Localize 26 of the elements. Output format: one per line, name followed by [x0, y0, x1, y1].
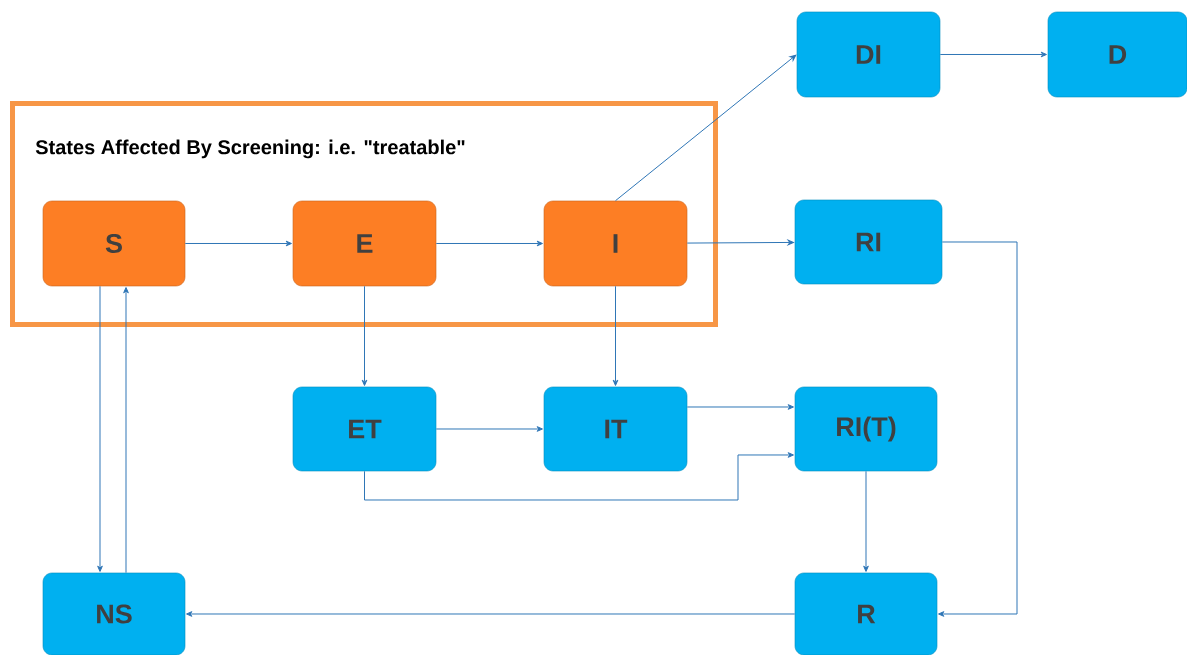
arrow	[184, 240, 292, 247]
state-box: DI	[796, 11, 941, 98]
arrow	[435, 240, 543, 247]
arrow	[364, 452, 794, 501]
state-box: E	[292, 200, 437, 287]
arrow	[186, 611, 796, 617]
arrow	[435, 426, 543, 432]
arrow	[939, 51, 1047, 58]
arrow	[123, 287, 129, 574]
arrow	[612, 285, 619, 386]
state-box: IT	[543, 386, 688, 472]
arrow	[686, 404, 794, 410]
state-box: R	[794, 572, 938, 655]
state-box: RI	[794, 199, 943, 285]
state-box: RI(T)	[794, 386, 938, 472]
arrow	[361, 285, 368, 386]
state-box: I	[543, 200, 688, 287]
arrow	[863, 470, 869, 572]
state-box: S	[42, 200, 186, 287]
arrow	[615, 54, 797, 202]
state-box: D	[1047, 11, 1187, 98]
state-box: NS	[42, 572, 186, 655]
arrow	[97, 285, 103, 572]
arrow	[686, 239, 794, 246]
arrow	[938, 241, 1018, 617]
state-box: ET	[292, 386, 437, 472]
